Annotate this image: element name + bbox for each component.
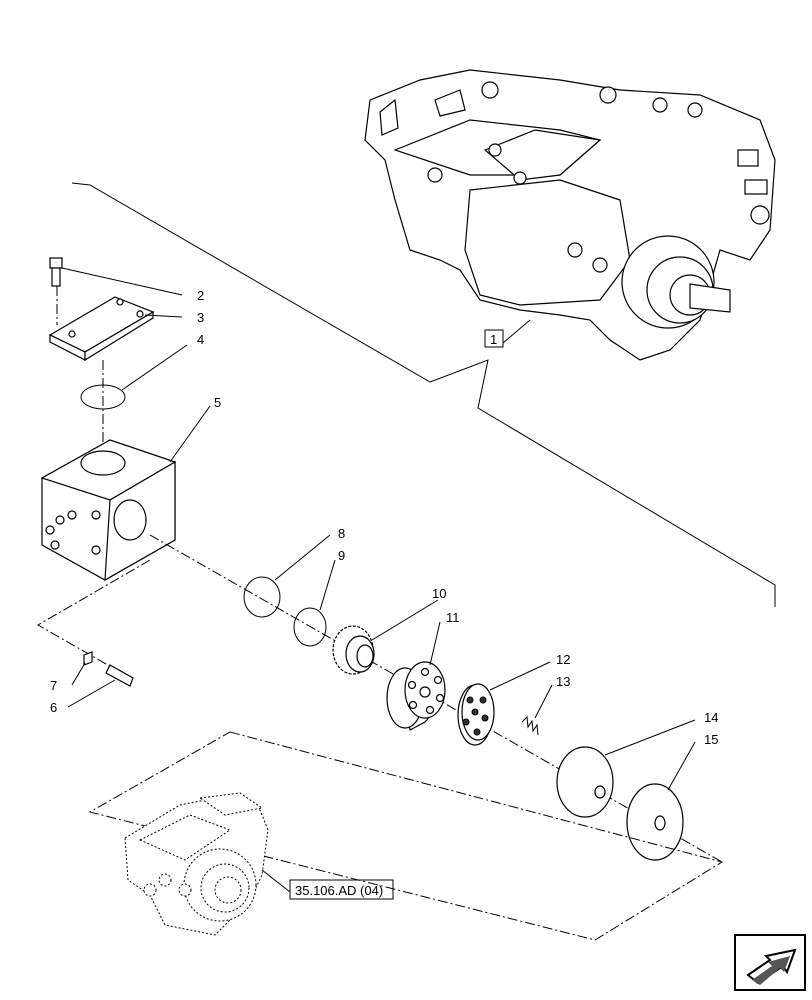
- leader-4: [121, 344, 188, 391]
- callout-2: 2: [197, 288, 204, 303]
- leader-12: [489, 661, 551, 691]
- leader-8: [274, 534, 331, 581]
- port-plate-illustration: [457, 683, 495, 746]
- callout-13: 13: [556, 674, 570, 689]
- callout-5: 5: [214, 395, 221, 410]
- leader-1: [502, 319, 531, 344]
- reference-pump-illustration: [124, 792, 269, 936]
- callout-11: 11: [446, 610, 460, 625]
- callout-10: 10: [432, 586, 446, 601]
- reference-enclosure: [88, 731, 724, 941]
- leader-13: [534, 684, 553, 719]
- spring-illustration: [521, 715, 539, 736]
- reference-box: [289, 879, 394, 900]
- leader-9: [319, 559, 336, 611]
- pump-assembly-illustration: [364, 69, 776, 361]
- o-ring-illustration-8: [243, 576, 281, 618]
- reference-label: 35.106.AD (04): [295, 883, 383, 898]
- pin-axis-line: [36, 559, 151, 673]
- arrow-icon[interactable]: [734, 934, 806, 991]
- leader-7: [71, 662, 86, 686]
- leader-2: [61, 267, 183, 296]
- callout-14: 14: [704, 710, 718, 725]
- callout-12: 12: [556, 652, 570, 667]
- callout-8: 8: [338, 526, 345, 541]
- cylinder-block-illustration: [386, 661, 446, 731]
- bolt-illustration: [49, 257, 63, 287]
- callout-6: 6: [50, 700, 57, 715]
- pin-7-illustration: [83, 651, 93, 666]
- assembly-bracket-line: [71, 182, 776, 607]
- leader-14: [604, 719, 696, 756]
- callout-1: 1: [490, 332, 497, 347]
- leader-5: [169, 405, 211, 463]
- gear-illustration: [332, 625, 375, 675]
- shim-illustration-14: [556, 746, 614, 818]
- leader-6: [67, 679, 116, 708]
- callout-7: 7: [50, 678, 57, 693]
- leader-11: [429, 621, 441, 666]
- callout-9: 9: [338, 548, 345, 563]
- leader-reference: [261, 869, 291, 893]
- callout-4: 4: [197, 332, 204, 347]
- callout-15: 15: [704, 732, 718, 747]
- leader-3: [144, 314, 183, 318]
- pin-6-illustration: [105, 664, 134, 687]
- valve-housing-illustration: [40, 439, 177, 582]
- leader-10: [371, 599, 439, 641]
- callout-1-box: [484, 329, 504, 348]
- leader-15: [667, 741, 696, 791]
- callout-3: 3: [197, 310, 204, 325]
- o-ring-illustration-9: [293, 607, 327, 647]
